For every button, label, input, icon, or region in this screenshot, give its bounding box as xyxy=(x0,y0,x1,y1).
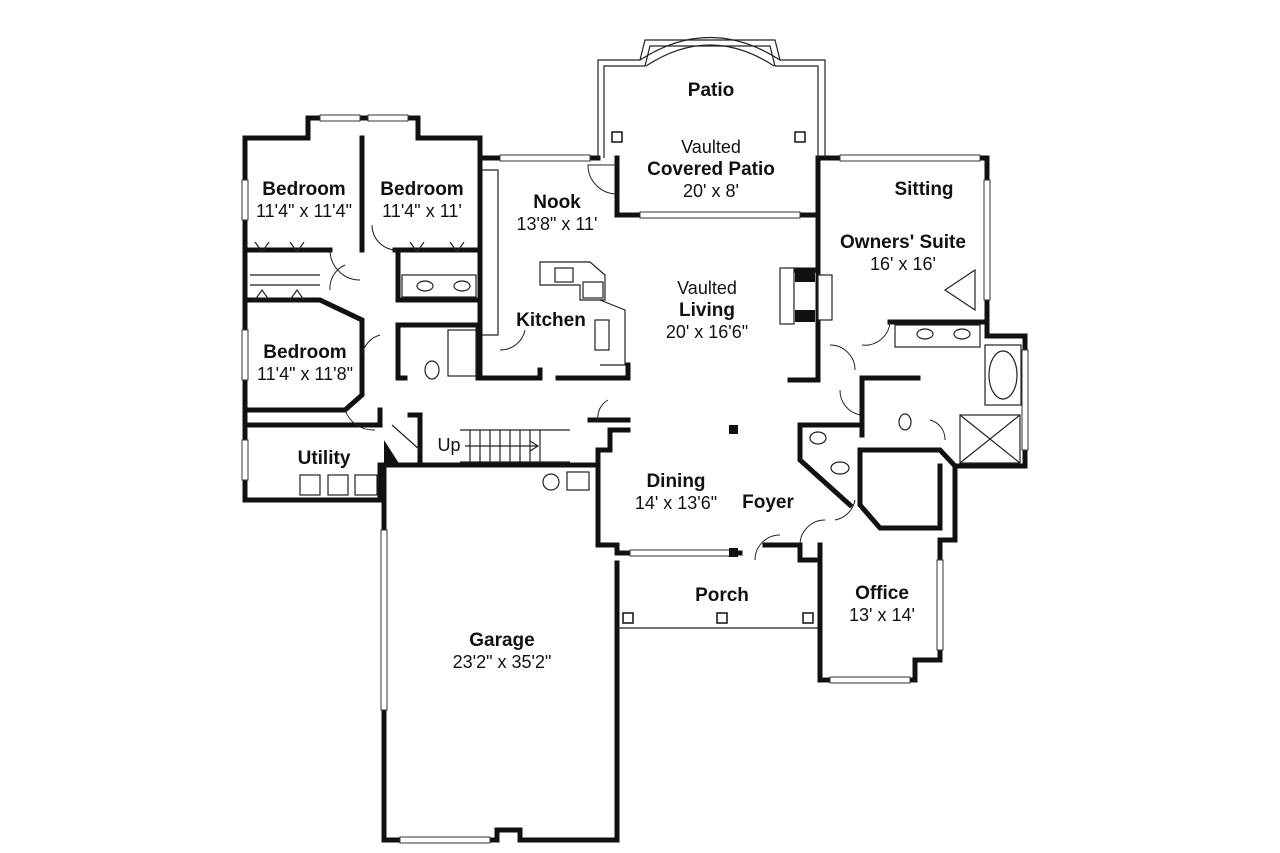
covered-patio-size: 20' x 8' xyxy=(683,181,739,201)
porch-post xyxy=(802,612,814,624)
bedroom2-size: 11'4" x 11' xyxy=(382,201,462,221)
stair-up-label: Up xyxy=(437,435,460,455)
garage-label: Garage xyxy=(469,630,534,651)
owners-suite-size: 16' x 16' xyxy=(870,254,936,274)
covered-patio-label: Covered Patio xyxy=(647,159,775,180)
room-labels: Patio Vaulted Covered Patio 20' x 8' Bed… xyxy=(256,80,966,672)
nook-size: 13'8" x 11' xyxy=(517,214,598,234)
porch-post xyxy=(622,612,634,624)
living-label: Living xyxy=(679,300,735,321)
living-prefix: Vaulted xyxy=(677,278,737,298)
sitting-label: Sitting xyxy=(894,179,953,200)
utility-label: Utility xyxy=(298,448,351,469)
foyer-label: Foyer xyxy=(742,492,794,513)
office-label: Office xyxy=(855,583,909,604)
kitchen-label: Kitchen xyxy=(516,310,586,331)
patio-label: Patio xyxy=(688,80,734,101)
nook-label: Nook xyxy=(533,192,581,213)
bedroom3-size: 11'4" x 11'8" xyxy=(257,364,353,384)
porch-outline xyxy=(617,612,818,629)
doors xyxy=(329,164,946,561)
porch-post xyxy=(716,612,728,624)
bedroom3-label: Bedroom xyxy=(263,342,346,363)
patio-post xyxy=(794,131,806,143)
bedroom2-label: Bedroom xyxy=(380,179,463,200)
office-size: 13' x 14' xyxy=(849,605,915,625)
garage-size: 23'2" x 35'2" xyxy=(453,652,552,672)
covered-patio-prefix: Vaulted xyxy=(681,137,741,157)
bedroom1-label: Bedroom xyxy=(262,179,345,200)
patio-outline xyxy=(597,37,826,158)
dining-label: Dining xyxy=(646,471,705,492)
patio-post xyxy=(611,131,623,143)
porch-label: Porch xyxy=(695,585,749,606)
living-size: 20' x 16'6" xyxy=(666,322,748,342)
interior-walls xyxy=(242,135,990,563)
fixtures xyxy=(250,169,1022,557)
dining-size: 14' x 13'6" xyxy=(635,493,717,513)
windows xyxy=(241,114,1029,844)
bedroom1-size: 11'4" x 11'4" xyxy=(256,201,352,221)
owners-suite-label: Owners' Suite xyxy=(840,232,966,253)
